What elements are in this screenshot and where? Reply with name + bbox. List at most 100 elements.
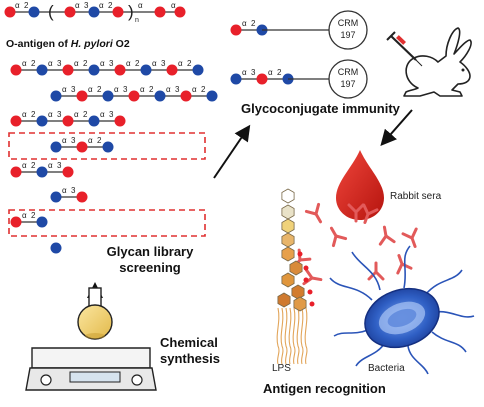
repeat-red-sugar [112,6,124,18]
antigen-recognition-label: Antigen recognition [263,381,386,396]
highlight-box-lower [8,209,206,237]
flagellum [435,310,475,318]
glycoconjugate-immunity-label: Glycoconjugate immunity [241,101,401,116]
lipid-chain [280,307,284,365]
library-red-sugar [10,64,22,76]
alpha-symbol: α [88,85,93,94]
rabbit-icon [403,27,472,97]
alpha-symbol: α [22,110,27,119]
library-red-sugar [10,216,22,228]
library-red-sugar [76,141,88,153]
linkage-position: 2 [83,59,88,68]
lps-phosphate [309,301,315,307]
lps-sugar-hexagon [289,260,303,276]
linkage-position: 3 [71,85,76,94]
library-blue-sugar [50,191,62,203]
bacterium-nucleoid [387,308,417,328]
lipid-chain [288,307,292,365]
library-red-sugar [10,166,22,178]
repeat-blue-sugar [88,6,100,18]
crm197-label-1a: CRM [338,18,359,28]
repeat-blue-sugar [28,6,40,18]
antibody-icon [396,254,413,275]
flagellum [407,345,429,375]
library-red-sugar [62,64,74,76]
library-red-sugar [62,166,74,178]
syringe-icon [386,31,423,67]
lps-sugar-hexagon [281,188,295,204]
alpha-symbol: α [22,211,27,220]
lps-sugar-hexagon [281,246,295,262]
lps-sugar-hexagon [291,284,305,300]
linkage-position: 2 [187,59,192,68]
library-red-sugar [128,90,140,102]
alpha-symbol: α [242,19,247,28]
repeat-red-sugar [64,6,76,18]
lps-label: LPS [272,363,291,374]
lipid-chain [292,307,296,365]
library-blue-sugar [36,64,48,76]
antibody-icon [362,203,379,224]
linkage-position: 2 [149,85,154,94]
chemical-synthesis-label-line1: Chemical [160,335,218,350]
alpha-symbol: α [114,85,119,94]
alpha-symbol: α [166,85,171,94]
rabbit-sera-label: Rabbit sera [390,191,442,202]
linkage-position: 3 [161,59,166,68]
repeat-open-paren: ( [48,2,54,21]
linkage-position: 2 [31,59,36,68]
bacterium-icon [329,245,475,375]
linkage-position: 3 [57,110,62,119]
library-red-sugar [62,115,74,127]
alpha-symbol: α [74,59,79,68]
lps-sugar-hexagon [293,296,307,312]
library-blue-sugar [88,115,100,127]
alpha-symbol: α [100,110,105,119]
lps-phosphate [303,265,309,271]
library-blue-sugar [154,90,166,102]
linkage-position: 2 [97,136,102,145]
linkage-position: 2 [201,85,206,94]
alpha-symbol: α [48,59,53,68]
alpha-symbol: α [100,59,105,68]
antibody-icon [304,202,322,224]
library-blue-sugar [102,141,114,153]
lps-sugar-hexagon [281,232,295,248]
linkage-position: 3 [109,59,114,68]
repeat-red-sugar [154,6,166,18]
flagellum [351,251,381,291]
lps-sugar-hexagon [277,292,291,308]
chemical-synthesis-label-line2: synthesis [160,351,220,366]
linkage-position: 3 [57,161,62,170]
alpha-symbol: α [62,186,67,195]
linkage-position: 3 [251,68,256,77]
linkage-position: 3 [175,85,180,94]
conjugate-red-sugar [256,73,268,85]
alpha-symbol: α [22,161,27,170]
highlight-box-upper [8,132,206,160]
lipid-chain [276,307,280,365]
repeat-count-n: n [135,17,139,24]
library-blue-sugar [102,90,114,102]
linkage-position: 2 [108,1,113,10]
glycan-library-label-line2: screening [119,260,180,275]
antibody-group [292,202,418,286]
alpha-symbol: α [62,85,67,94]
library-blue-sugar [36,166,48,178]
repeat-close-paren: ) [128,2,134,21]
alpha-symbol: α [74,110,79,119]
lipid-chain [284,307,288,365]
linkage-position: 2 [83,110,88,119]
crm197-label-1b: 197 [340,30,355,40]
library-blue-sugar [36,216,48,228]
antibody-icon [347,203,365,223]
linkage-position: 2 [97,85,102,94]
blood-drop-icon [336,150,384,220]
antibody-icon [378,225,396,246]
alpha-symbol: α [48,110,53,119]
crm197-label-2a: CRM [338,67,359,77]
library-blue-sugar [36,115,48,127]
